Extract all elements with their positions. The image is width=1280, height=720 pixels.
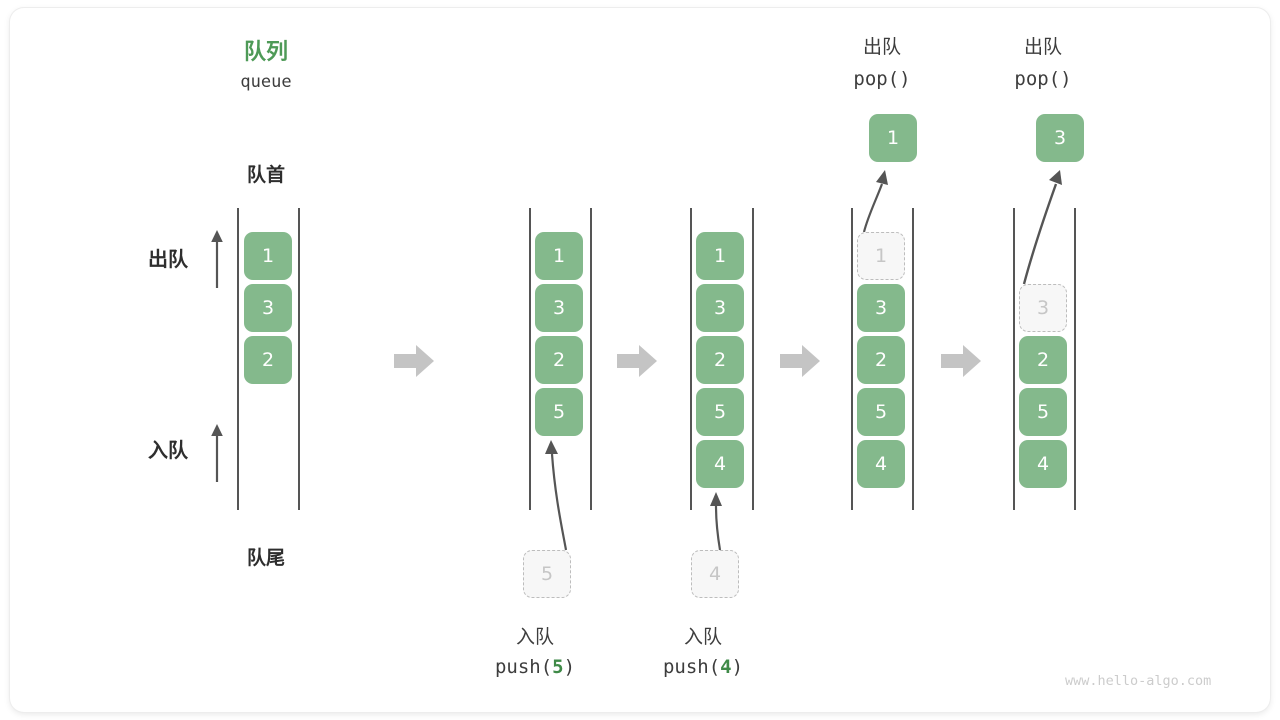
flow-arrow-icon bbox=[941, 345, 981, 377]
queue-cell: 2 bbox=[696, 336, 744, 384]
incoming-ghost-cell: 4 bbox=[691, 550, 739, 598]
queue-cell: 1 bbox=[535, 232, 583, 280]
popped-cell: 1 bbox=[869, 114, 917, 162]
push-code-prefix: push( bbox=[494, 656, 553, 678]
queue-cell: 2 bbox=[857, 336, 905, 384]
push-arrow bbox=[545, 440, 568, 551]
queue-cell: 4 bbox=[696, 440, 744, 488]
push-arrow bbox=[710, 492, 722, 551]
queue-rail-left bbox=[237, 208, 239, 510]
queue-rail-right bbox=[1074, 208, 1076, 510]
queue-rail-left bbox=[690, 208, 692, 510]
queue-rail-right bbox=[912, 208, 914, 510]
queue-cell: 5 bbox=[696, 388, 744, 436]
pop-arrow bbox=[1022, 170, 1062, 285]
enqueue-direction-arrow bbox=[211, 424, 223, 482]
diagram-title-cn: 队列 bbox=[243, 40, 288, 65]
queue-rail-left bbox=[1013, 208, 1015, 510]
queue-cell: 3 bbox=[535, 284, 583, 332]
queue-rail-left bbox=[529, 208, 531, 510]
queue-rail-left bbox=[851, 208, 853, 510]
push-caption-code: push(4) bbox=[623, 656, 783, 678]
incoming-ghost-cell: 5 bbox=[523, 550, 571, 598]
queue-cell: 2 bbox=[1019, 336, 1067, 384]
push-caption-cn: 入队 bbox=[515, 626, 554, 648]
push-caption-code: push(5) bbox=[455, 656, 615, 678]
flow-arrow-icon bbox=[780, 345, 820, 377]
pop-header-cn: 出队 bbox=[862, 36, 901, 58]
pop-header-code: pop() bbox=[1014, 68, 1072, 90]
push-code-prefix: push( bbox=[662, 656, 721, 678]
queue-cell: 1 bbox=[244, 232, 292, 280]
queue-cell: 4 bbox=[1019, 440, 1067, 488]
dequeue-side-label: 出队 bbox=[148, 247, 188, 271]
queue-rail-right bbox=[590, 208, 592, 510]
queue-cell-ghost: 3 bbox=[1019, 284, 1067, 332]
queue-cell: 5 bbox=[1019, 388, 1067, 436]
push-code-value: 5 bbox=[552, 656, 564, 678]
push-code-value: 4 bbox=[720, 656, 732, 678]
queue-cell: 3 bbox=[244, 284, 292, 332]
push-caption-cn: 入队 bbox=[683, 626, 722, 648]
queue-cell: 2 bbox=[535, 336, 583, 384]
push-code-suffix: ) bbox=[731, 656, 744, 678]
queue-rail-right bbox=[298, 208, 300, 510]
queue-cell: 4 bbox=[857, 440, 905, 488]
queue-cell: 3 bbox=[696, 284, 744, 332]
flow-arrow-icon bbox=[394, 345, 434, 377]
rear-label: 队尾 bbox=[246, 547, 285, 569]
pop-header-code: pop() bbox=[853, 68, 911, 90]
queue-cell: 2 bbox=[244, 336, 292, 384]
diagram-title-en: queue bbox=[240, 72, 292, 92]
queue-cell: 5 bbox=[535, 388, 583, 436]
watermark: www.hello-algo.com bbox=[1065, 673, 1212, 689]
dequeue-direction-arrow bbox=[211, 230, 223, 288]
queue-cell: 5 bbox=[857, 388, 905, 436]
front-label: 队首 bbox=[246, 164, 285, 186]
queue-cell-ghost: 1 bbox=[857, 232, 905, 280]
pop-arrow bbox=[862, 170, 888, 233]
queue-cell: 3 bbox=[857, 284, 905, 332]
popped-cell: 3 bbox=[1036, 114, 1084, 162]
queue-cell: 1 bbox=[696, 232, 744, 280]
flow-arrow-icon bbox=[617, 345, 657, 377]
enqueue-side-label: 入队 bbox=[148, 438, 188, 462]
queue-rail-right bbox=[752, 208, 754, 510]
push-code-suffix: ) bbox=[563, 656, 576, 678]
pop-header-cn: 出队 bbox=[1023, 36, 1062, 58]
